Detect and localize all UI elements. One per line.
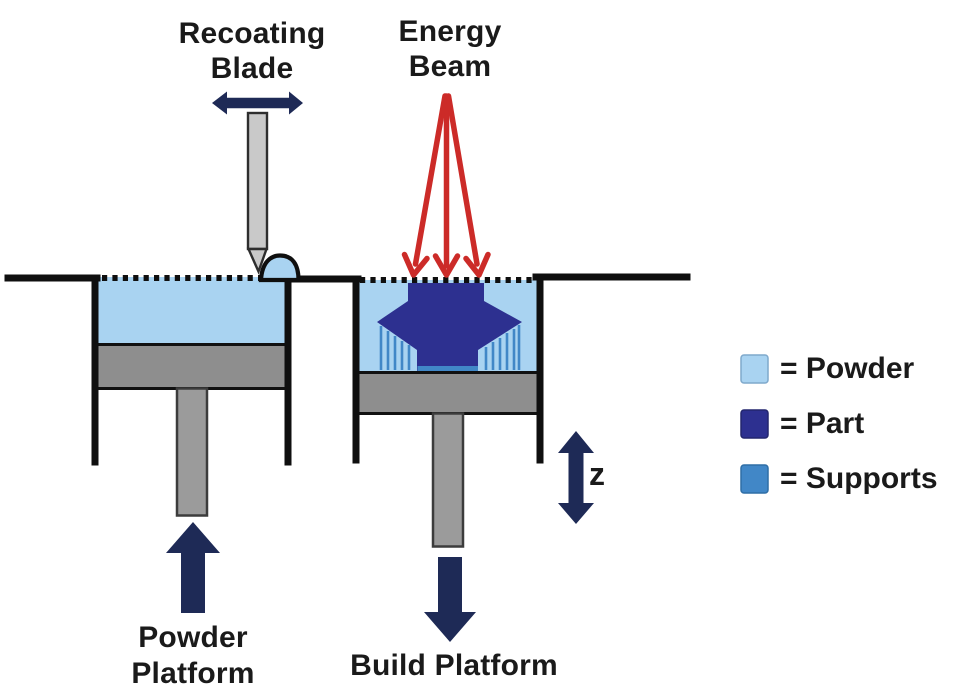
blade-tip — [246, 247, 269, 275]
beam-left-arrowhead — [401, 251, 430, 278]
blade-body — [246, 111, 269, 251]
platform-plates — [94, 343, 540, 415]
beam-right — [445, 93, 480, 267]
recoating-blade-label-line2: Blade — [210, 52, 294, 85]
supports-swatch — [740, 464, 769, 494]
powder-swatch — [740, 354, 769, 384]
recoating-motion-arrow — [212, 91, 303, 115]
energy-beam-label: Energy Beam — [355, 14, 545, 84]
powder-swatch-icon — [740, 354, 769, 384]
supports-swatch-icon — [740, 464, 769, 494]
support-structures — [379, 325, 521, 370]
z-axis-label: z — [589, 456, 606, 492]
legend-label-supports: = Supports — [780, 462, 938, 495]
build-platform-label: Build Platform — [350, 649, 558, 682]
beam-center-arrowhead — [432, 253, 461, 278]
powder-mound — [258, 253, 301, 283]
powder-piston — [175, 387, 209, 517]
beam-left — [412, 93, 448, 267]
powder-platform-label-line2: Platform — [131, 657, 255, 690]
energy-beam-label-line2: Beam — [408, 50, 492, 83]
z-axis-arrow — [558, 431, 594, 524]
part-swatch-icon — [740, 409, 769, 439]
recoating-blade-shape — [246, 111, 269, 275]
part-swatch — [740, 409, 769, 439]
powder-surface-dotted-line — [102, 275, 535, 283]
energy-beam-label-line1: Energy — [398, 15, 502, 48]
legend-item-part: = Part — [740, 407, 970, 440]
powder-bed-left — [98, 277, 286, 346]
legend-label-part: = Part — [780, 407, 865, 440]
recoating-blade-label: Recoating Blade — [157, 16, 347, 86]
recoating-blade-label-line1: Recoating — [178, 17, 326, 50]
chamber-walls — [4, 273, 691, 466]
build-platform-down-arrow — [424, 557, 476, 642]
energy-beam-arrows — [401, 93, 491, 278]
pistons — [175, 387, 465, 548]
support-base-layer — [417, 366, 478, 372]
powder-platform-label: Powder Platform — [98, 620, 288, 692]
part-shape — [377, 283, 522, 371]
motion-arrows — [166, 91, 594, 642]
powder-platform-plate — [94, 343, 291, 390]
legend-item-powder: = Powder — [740, 352, 970, 385]
legend-label-powder: = Powder — [780, 352, 915, 385]
build-platform-plate — [355, 371, 540, 415]
legend: = Powder = Part = Supports — [740, 352, 970, 519]
powder-platform-up-arrow — [166, 522, 220, 613]
legend-item-supports: = Supports — [740, 462, 970, 495]
beam-right-arrowhead — [463, 251, 491, 278]
build-piston — [431, 412, 465, 548]
powder-platform-label-line1: Powder — [138, 621, 248, 654]
